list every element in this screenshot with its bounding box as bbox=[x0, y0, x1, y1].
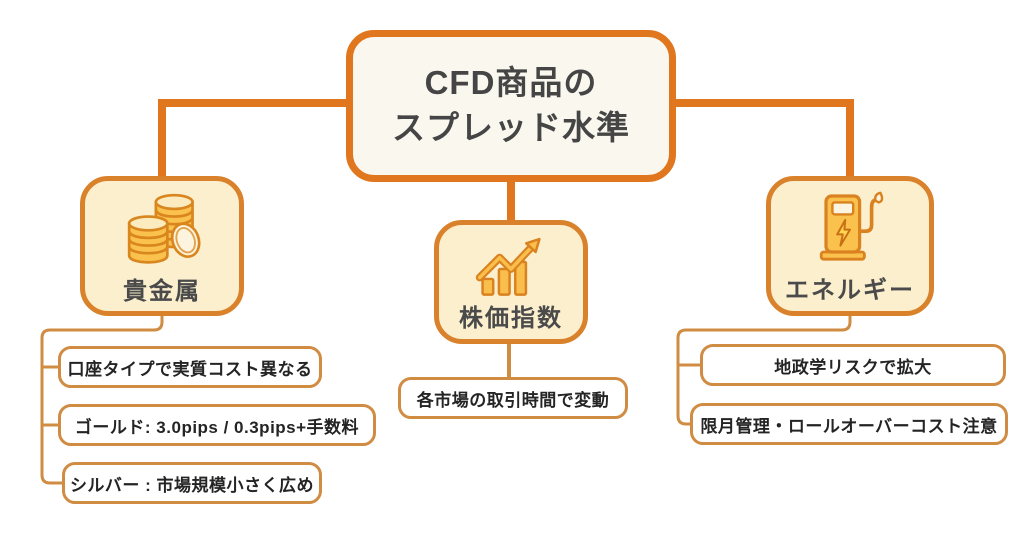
note-rollover-cost: 限月管理・ロールオーバーコスト注意 bbox=[690, 403, 1008, 445]
title-box: CFD商品の スプレッド水準 bbox=[346, 30, 676, 182]
note-gold-spread: ゴールド: 3.0pips / 0.3pips+手数料 bbox=[58, 404, 376, 446]
connector-left-horizontal bbox=[158, 99, 350, 107]
connector-center-vertical bbox=[507, 178, 515, 223]
note-text: 地政学リスクで拡大 bbox=[774, 357, 932, 377]
note-geopolitical-risk: 地政学リスクで拡大 bbox=[700, 344, 1006, 386]
note-text: 限月管理・ロールオーバーコスト注意 bbox=[700, 416, 998, 436]
branch-precious-metals: 貴金属 bbox=[80, 176, 244, 316]
note-silver-spread: シルバー : 市場規模小さく広め bbox=[62, 462, 322, 504]
note-market-hours: 各市場の取引時間で変動 bbox=[398, 377, 628, 419]
branch-label-stock-indices: 株価指数 bbox=[459, 304, 563, 332]
connector-right-horizontal bbox=[672, 99, 854, 107]
coins-icon bbox=[127, 193, 201, 264]
title-line-1: CFD商品の bbox=[424, 64, 598, 102]
note-account-type-cost: 口座タイプで実質コスト異なる bbox=[58, 346, 322, 388]
connector-right-vertical bbox=[846, 99, 854, 179]
note-text: ゴールド: 3.0pips / 0.3pips+手数料 bbox=[74, 417, 360, 437]
note-text: シルバー : 市場規模小さく広め bbox=[69, 475, 315, 495]
title-line-2: スプレッド水準 bbox=[392, 109, 630, 146]
branch-stock-indices: 株価指数 bbox=[434, 220, 588, 344]
branch-energy: エネルギー bbox=[766, 176, 934, 316]
note-text: 口座タイプで実質コスト異なる bbox=[67, 359, 313, 379]
fuel-pump-icon bbox=[819, 191, 884, 261]
branch-label-energy: エネルギー bbox=[785, 276, 915, 304]
branch-label-precious-metals: 貴金属 bbox=[123, 277, 201, 305]
connector-left-vertical bbox=[158, 99, 166, 179]
note-text: 各市場の取引時間で変動 bbox=[416, 390, 610, 410]
trend-up-chart-icon bbox=[475, 237, 541, 296]
